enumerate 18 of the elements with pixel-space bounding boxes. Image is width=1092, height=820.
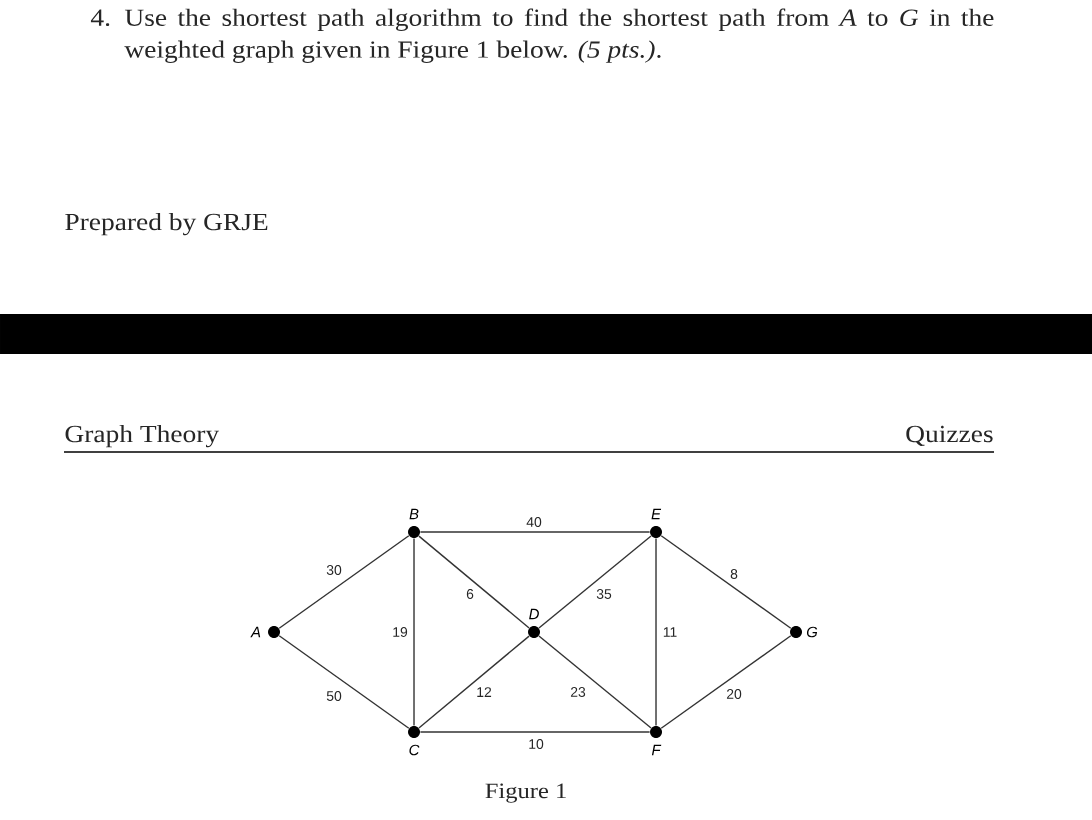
edge-line: [660, 635, 792, 729]
author-note: Prepared by GRJE: [65, 213, 268, 236]
edge-line: [278, 635, 410, 729]
edge-line: [538, 635, 652, 729]
edge-line: [655, 537, 657, 727]
edge-line: [419, 531, 651, 533]
edge-line: [660, 535, 792, 629]
question-text: Use the shortest path algorithm to find the shortest path from A to G in the weighted graph given in Figure 1 below. (5 pts.).: [124, 8, 994, 63]
edge-line: [418, 635, 530, 729]
edge-line: [418, 535, 530, 629]
figure-caption: Figure 1: [485, 783, 566, 803]
edge-line: [278, 535, 410, 629]
header-section: Quizzes: [906, 425, 993, 446]
question-number: 4.: [90, 9, 110, 27]
header-title: Graph Theory: [65, 425, 220, 448]
edge-line: [413, 537, 415, 727]
edge-line: [538, 535, 652, 629]
edge-line: [419, 731, 651, 733]
